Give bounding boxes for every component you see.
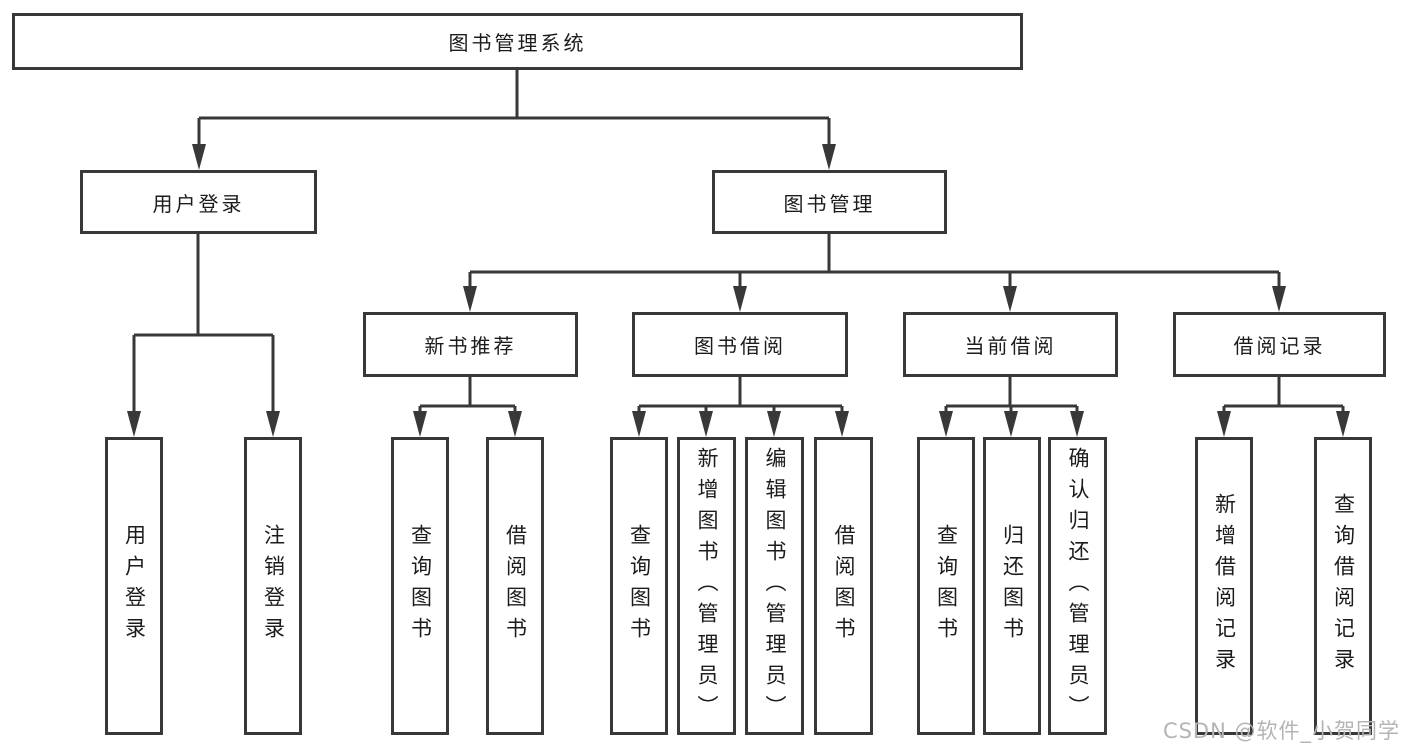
connector-records-to-leaves bbox=[1217, 377, 1350, 437]
arrowhead bbox=[1004, 411, 1018, 437]
arrowhead bbox=[266, 411, 280, 437]
leaf-query-borrow-record: 查询借阅记录 bbox=[1314, 437, 1372, 735]
leaf-label: 用户登录 bbox=[122, 524, 147, 648]
leaf-add-books-admin: 新增图书（管理员） bbox=[677, 437, 736, 735]
arrowhead bbox=[192, 144, 206, 170]
leaf-confirm-return-admin: 确认归还（管理员） bbox=[1048, 437, 1107, 735]
leaf-logout: 注销登录 bbox=[244, 437, 302, 735]
leaf-label: 新增图书（管理员） bbox=[695, 446, 719, 726]
leaf-label: 编辑图书（管理员） bbox=[763, 446, 787, 726]
arrowhead bbox=[822, 144, 836, 170]
node-book-borrowing: 图书借阅 bbox=[632, 312, 848, 377]
leaf-label: 归还图书 bbox=[1000, 524, 1025, 648]
node-library-management-system: 图书管理系统 bbox=[12, 13, 1023, 70]
arrowhead bbox=[699, 411, 713, 437]
leaf-borrow-books: 借阅图书 bbox=[814, 437, 873, 735]
leaf-borrow-books: 借阅图书 bbox=[486, 437, 544, 735]
node-borrowing-records: 借阅记录 bbox=[1173, 312, 1386, 377]
connector-root-to-level2 bbox=[192, 70, 836, 170]
leaf-query-books: 查询图书 bbox=[917, 437, 975, 735]
leaf-query-books: 查询图书 bbox=[391, 437, 449, 735]
arrowhead bbox=[413, 411, 427, 437]
leaf-edit-books-admin: 编辑图书（管理员） bbox=[745, 437, 804, 735]
arrowhead bbox=[508, 411, 522, 437]
node-current-borrowing: 当前借阅 bbox=[903, 312, 1118, 377]
connector-newbook-to-leaves bbox=[413, 377, 522, 437]
leaf-label: 查询图书 bbox=[934, 524, 959, 648]
arrowhead bbox=[767, 411, 781, 437]
leaf-label: 确认归还（管理员） bbox=[1066, 446, 1090, 726]
arrowhead bbox=[1003, 286, 1017, 312]
leaf-label: 借阅图书 bbox=[832, 524, 856, 648]
node-user-login: 用户登录 bbox=[80, 170, 317, 234]
connector-bookmgmt-to-level3 bbox=[463, 234, 1286, 312]
leaf-label: 查询借阅记录 bbox=[1331, 493, 1356, 679]
leaf-query-books: 查询图书 bbox=[610, 437, 668, 735]
connector-userlogin-to-leaves bbox=[127, 234, 280, 437]
leaf-user-login: 用户登录 bbox=[105, 437, 163, 735]
leaf-label: 新增借阅记录 bbox=[1212, 493, 1237, 679]
leaf-label: 查询图书 bbox=[627, 524, 652, 648]
node-new-book-recommendation: 新书推荐 bbox=[363, 312, 578, 377]
connector-borrow-to-leaves bbox=[632, 377, 849, 437]
arrowhead bbox=[127, 411, 141, 437]
leaf-label: 查询图书 bbox=[408, 524, 433, 648]
arrowhead bbox=[463, 286, 477, 312]
csdn-watermark: CSDN @软件_小贺同学 bbox=[1162, 719, 1400, 743]
arrowhead bbox=[632, 411, 646, 437]
node-book-management: 图书管理 bbox=[712, 170, 947, 234]
leaf-label: 借阅图书 bbox=[503, 524, 528, 648]
arrowhead bbox=[1217, 411, 1231, 437]
arrowhead bbox=[1336, 411, 1350, 437]
arrowhead bbox=[939, 411, 953, 437]
leaf-label: 注销登录 bbox=[261, 524, 286, 648]
connector-current-to-leaves bbox=[939, 377, 1084, 437]
arrowhead bbox=[835, 411, 849, 437]
leaf-add-borrow-record: 新增借阅记录 bbox=[1195, 437, 1253, 735]
leaf-return-books: 归还图书 bbox=[983, 437, 1041, 735]
arrowhead bbox=[733, 286, 747, 312]
arrowhead bbox=[1070, 411, 1084, 437]
arrowhead bbox=[1272, 286, 1286, 312]
